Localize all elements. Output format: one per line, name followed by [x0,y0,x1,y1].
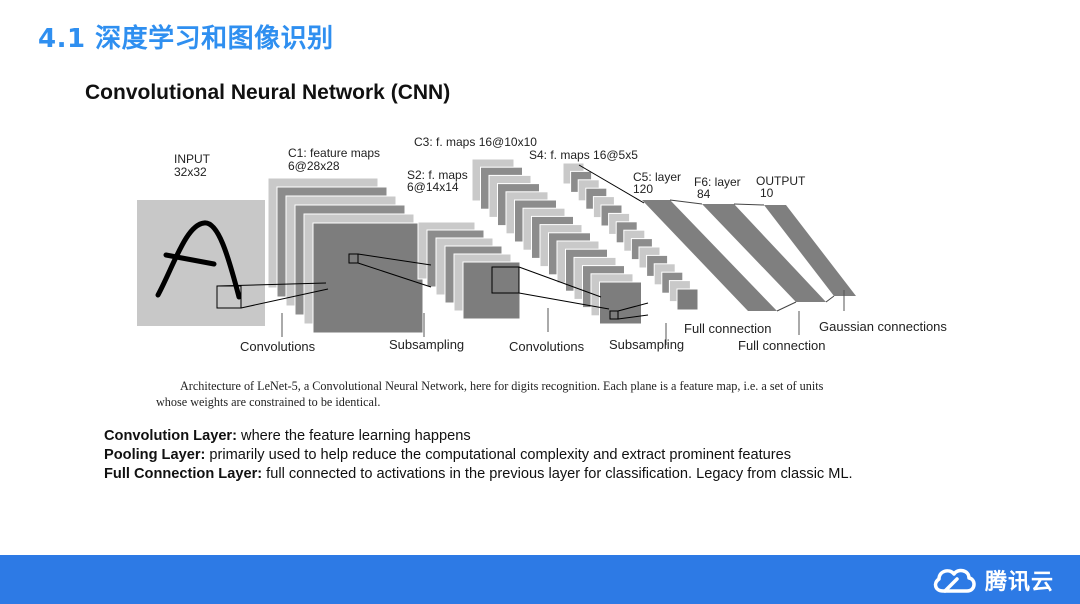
cloud-logo-icon [933,568,976,593]
op-full-connection-2: Full connection [738,338,825,353]
brand-name: 腾讯云 [984,570,1054,595]
diagram-subtitle: Convolutional Neural Network (CNN) [85,81,451,104]
brand-logo: 腾讯云 [931,563,1054,597]
label-f6-name: F6: layer [694,175,741,189]
input-letter-a [155,220,242,300]
bullet-text: primarily used to help reduce the comput… [205,447,792,463]
c1-feature-maps [267,177,424,334]
s2-feature-maps [417,221,521,320]
f6-layer-band [702,204,826,302]
c3-plane-16 [599,281,642,325]
slide-title: 4.1 深度学习和图像识别 [38,24,334,54]
label-c5-name: C5: layer [633,170,681,184]
lenet-diagram: INPUT 32x32 C1: feature maps 6@28x28 S2:… [96,115,976,419]
output-layer-band [764,205,856,296]
c5-layer-band [642,200,777,311]
s4-plane-16 [676,288,699,311]
op-subsampling-1: Subsampling [389,337,464,352]
label-s2-size: 6@14x14 [407,180,459,194]
c3-feature-maps [471,158,642,325]
s4-feature-maps [562,162,699,311]
bullet-text: where the feature learning happens [236,428,471,444]
label-c5-size: 120 [633,182,653,196]
caption-line-1: Architecture of LeNet-5, a Convolutional… [180,379,824,393]
label-c1-name: C1: feature maps [288,146,380,160]
label-input-name: INPUT [174,152,211,166]
op-convolutions-1: Convolutions [240,339,316,354]
diagram-caption: Architecture of LeNet-5, a Convolutional… [156,378,976,410]
label-output-size: 10 [760,186,774,200]
bullet-pooling: Pooling Layer: primarily used to help re… [104,446,853,465]
full-connection-lines [669,199,835,312]
op-full-connection-1: Full connection [684,321,771,336]
connection-lines [216,164,649,320]
bullet-term: Full Connection Layer: [104,466,263,482]
caption-line-2: whose weights are constrained to be iden… [156,395,381,409]
label-s2-name: S2: f. maps [407,168,468,182]
label-input-size: 32x32 [174,165,207,179]
label-c1-size: 6@28x28 [288,159,340,173]
label-output-name: OUTPUT [756,174,806,188]
bullet-text: full connected to activations in the pre… [262,466,853,482]
lenet-architecture-svg: INPUT 32x32 C1: feature maps 6@28x28 S2:… [137,135,947,354]
op-convolutions-2: Convolutions [509,339,585,354]
bullet-full-connection: Full Connection Layer: full connected to… [104,465,853,484]
label-s4: S4: f. maps 16@5x5 [529,148,638,162]
label-f6-size: 84 [697,187,711,201]
input-letter-a-bar [163,252,217,267]
bullet-term: Pooling Layer: [104,447,206,463]
c1-plane-6 [312,222,424,334]
layer-descriptions: Convolution Layer: where the feature lea… [104,427,853,484]
op-subsampling-2: Subsampling [609,337,684,352]
bullet-convolution: Convolution Layer: where the feature lea… [104,427,853,446]
bullet-term: Convolution Layer: [104,428,237,444]
operation-ticks [281,290,845,345]
label-c3: C3: f. maps 16@10x10 [414,135,537,149]
footer-bar: 腾讯云 [0,555,1080,604]
op-gaussian-connections: Gaussian connections [819,319,947,334]
